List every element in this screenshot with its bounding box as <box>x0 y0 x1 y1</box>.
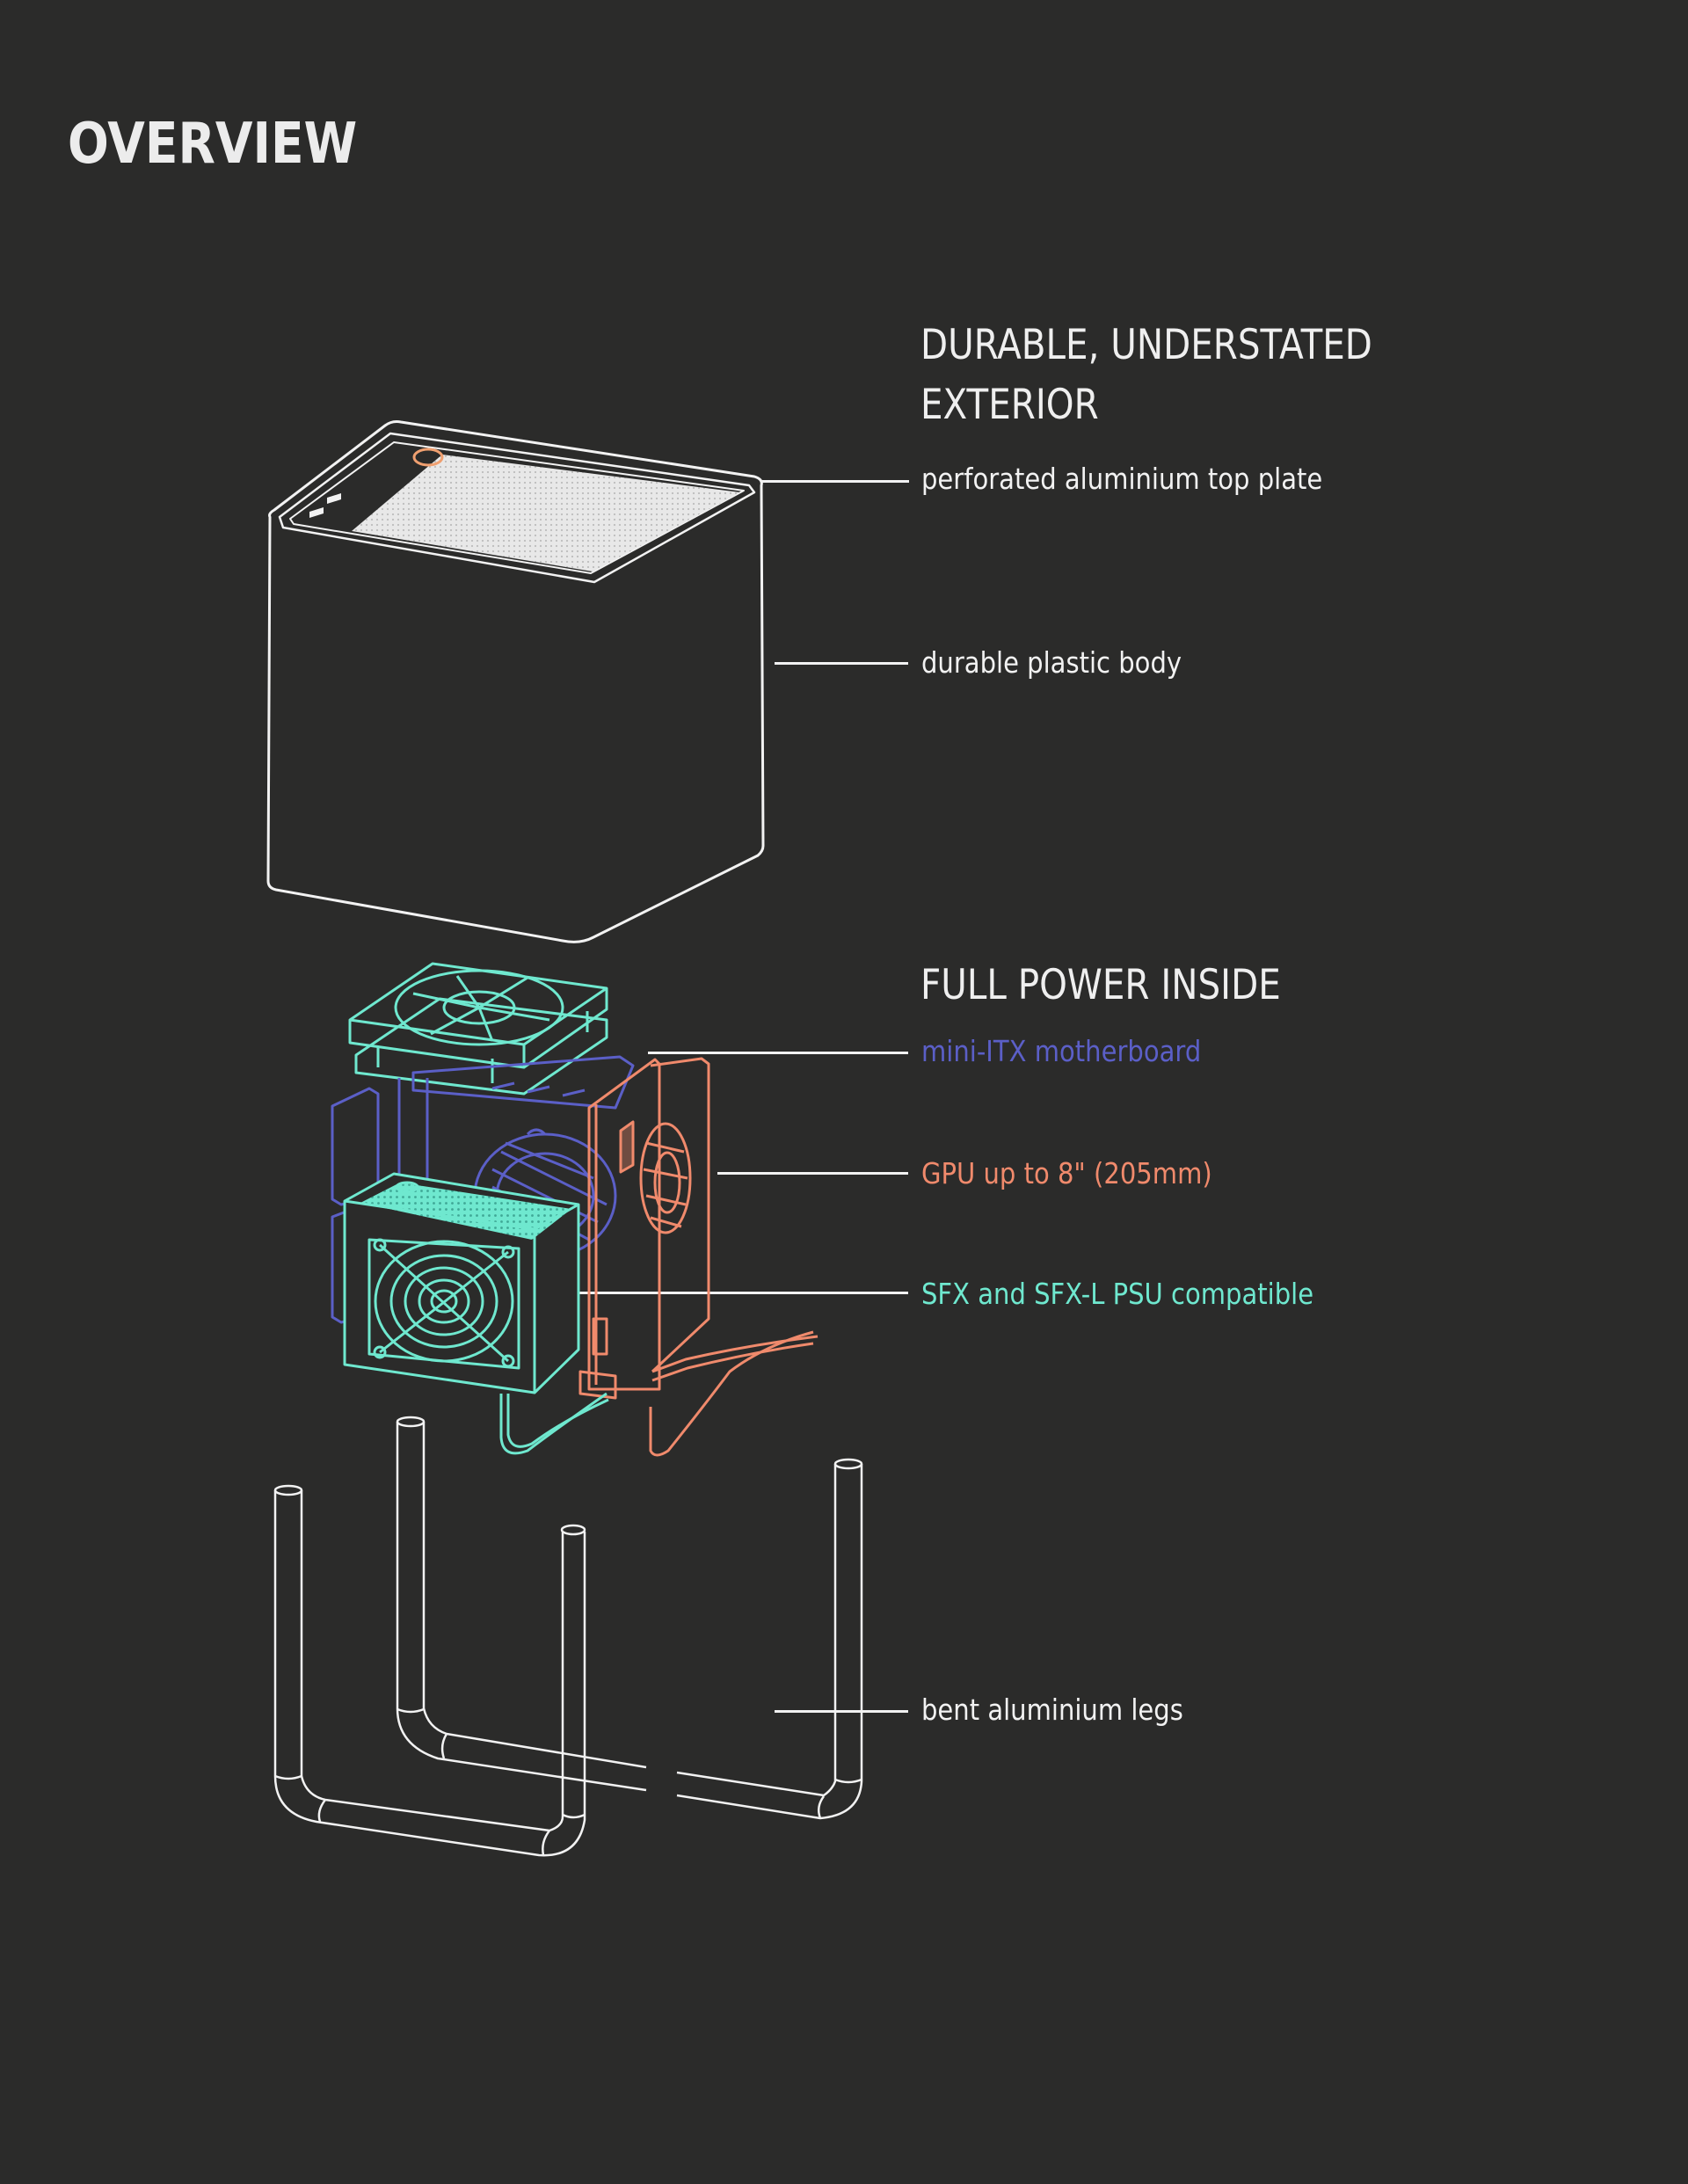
leader-line-case-body <box>775 662 908 665</box>
leader-line-legs <box>775 1710 908 1713</box>
psu-icon <box>343 1172 609 1455</box>
gpu-icon <box>578 1057 819 1457</box>
usb-port-icon <box>309 493 341 518</box>
section-title-exterior-line-2: EXTERIOR <box>920 381 1099 429</box>
callout-psu: SFX and SFX-L PSU compatible <box>921 1277 1314 1311</box>
leg-back <box>396 1416 863 1820</box>
section-title-inside: FULL POWER INSIDE <box>920 961 1281 1009</box>
power-button-icon <box>412 448 444 467</box>
leader-line-top-plate <box>758 480 909 483</box>
top-plate-icon <box>352 455 740 571</box>
page-title: OVERVIEW <box>68 112 358 177</box>
leader-line-gpu <box>717 1172 908 1175</box>
legs-icon <box>273 1416 863 1857</box>
section-title-exterior-line-1: DURABLE, UNDERSTATED <box>920 321 1372 369</box>
callout-legs: bent aluminium legs <box>921 1693 1183 1727</box>
callout-gpu: GPU up to 8" (205mm) <box>921 1156 1212 1190</box>
callout-case-body: durable plastic body <box>921 645 1182 680</box>
leader-line-motherboard <box>648 1052 908 1054</box>
leg-front <box>273 1484 586 1857</box>
case-outline-icon <box>266 420 765 943</box>
fan-icon <box>348 962 608 1096</box>
leader-line-psu <box>575 1292 908 1294</box>
callout-top-plate: perforated aluminium top plate <box>921 462 1323 496</box>
callout-motherboard: mini-ITX motherboard <box>921 1034 1202 1068</box>
